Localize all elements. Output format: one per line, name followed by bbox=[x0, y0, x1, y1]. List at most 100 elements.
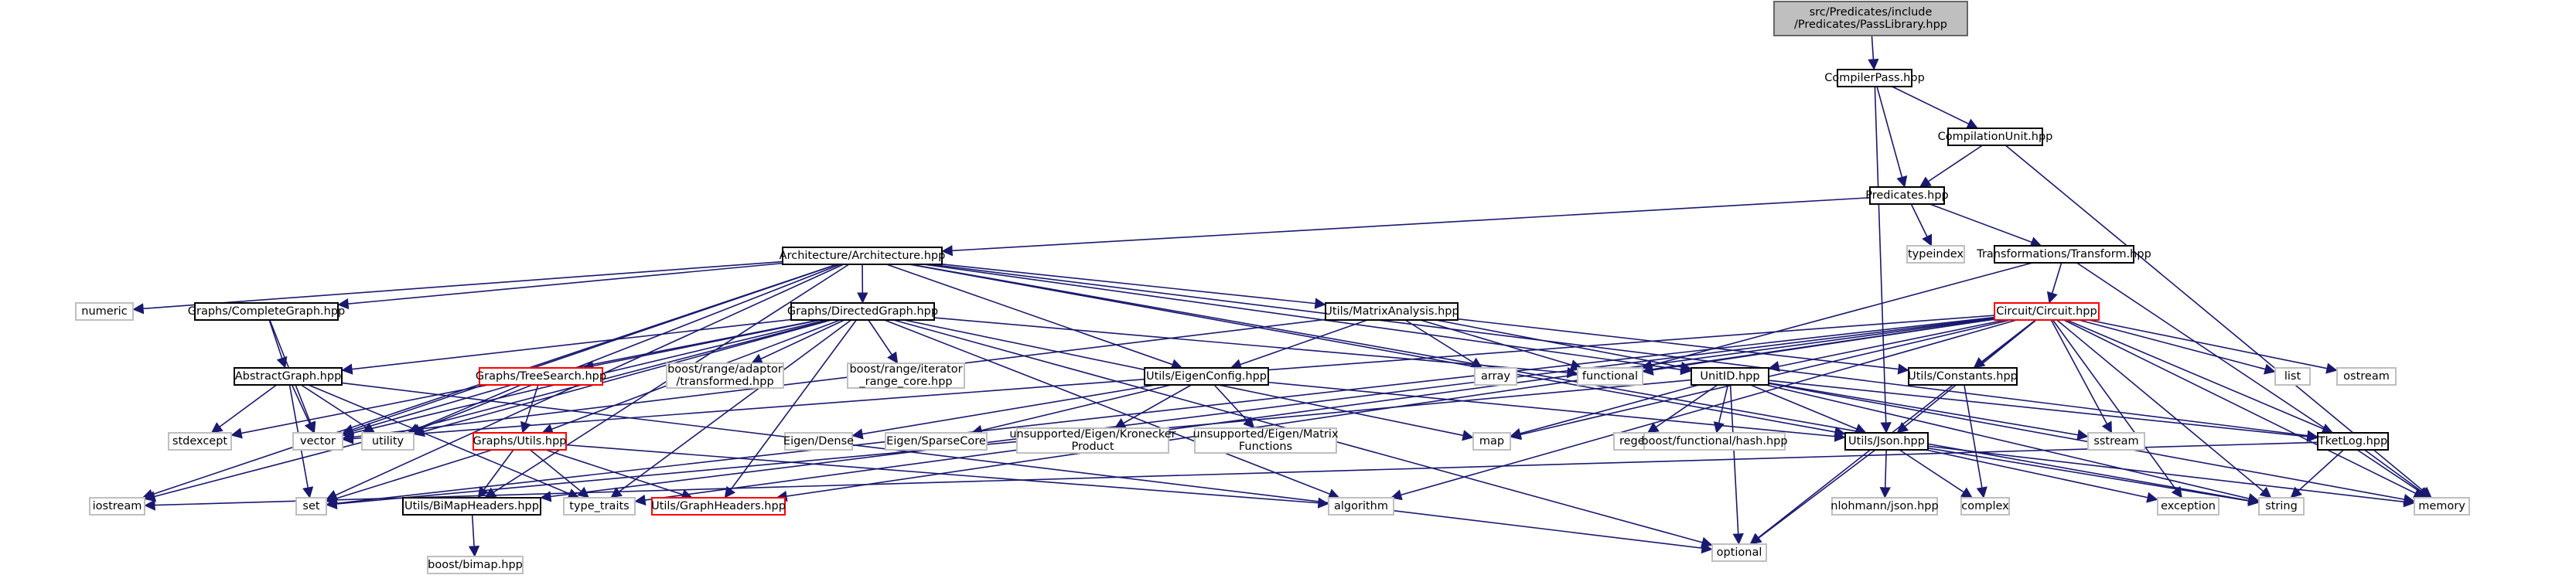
edge-abstractgraph-to-vector bbox=[291, 384, 315, 434]
node-label: CompilationUnit.hpp bbox=[1938, 131, 2053, 143]
node-label: vector bbox=[300, 435, 336, 448]
node-bimap[interactable]: Utils/BiMapHeaders.hpp bbox=[402, 497, 541, 516]
node-abstractgraph[interactable]: AbstractGraph.hpp bbox=[234, 367, 343, 386]
node-box bbox=[1869, 186, 1945, 205]
node-unitid[interactable]: UnitID.hpp bbox=[1691, 367, 1769, 386]
edge-circuit-to-algorithm bbox=[1390, 319, 2018, 501]
edge-matrixanalysis-to-unitid bbox=[1435, 319, 1692, 373]
edge-directedgraph-to-utility bbox=[413, 319, 832, 437]
node-label: functional bbox=[1582, 370, 1638, 383]
edge-circuit-to-ostream bbox=[2088, 319, 2338, 374]
node-box bbox=[473, 432, 567, 451]
edge-directedgraph-to-typetraits bbox=[610, 319, 852, 499]
edge-directedgraph-to-graphheaders bbox=[724, 319, 858, 499]
node-predicates[interactable]: Predicates.hpp bbox=[1865, 186, 1949, 205]
edge-circuit-to-typetraits bbox=[634, 318, 1995, 506]
node-itercore: boost/range/iterator_range_core.hpp bbox=[847, 362, 965, 389]
node-treesearch[interactable]: Graphs/TreeSearch.hpp bbox=[476, 367, 606, 386]
node-label: boost/range/adaptor bbox=[667, 363, 783, 376]
edge-circuit-to-bimap bbox=[540, 317, 1995, 502]
node-architecture[interactable]: Architecture/Architecture.hpp bbox=[780, 247, 946, 265]
edge-json-to-complex bbox=[1899, 449, 1973, 499]
node-compilerpass[interactable]: CompilerPass.hpp bbox=[1824, 69, 1925, 87]
edge-abstractgraph-to-utility bbox=[300, 384, 376, 434]
edges-layer bbox=[132, 35, 2432, 557]
edge-circuit-to-list bbox=[2078, 319, 2276, 375]
node-box bbox=[651, 497, 786, 516]
node-tketlog[interactable]: TketLog.hpp bbox=[2317, 432, 2389, 451]
edge-bimap-to-boostbimap bbox=[468, 514, 480, 557]
node-label: nlohmann/json.hpp bbox=[1830, 500, 1938, 512]
node-label: Utils/Json.hpp bbox=[1848, 435, 1925, 448]
edge-compilerpass-to-compilationunit bbox=[1892, 86, 1979, 129]
edge-directedgraph-to-adaptor bbox=[751, 319, 845, 364]
edge-architecture-to-utility bbox=[408, 264, 841, 434]
node-label: ostream bbox=[2343, 370, 2390, 383]
edge-circuit-to-sstream bbox=[2050, 319, 2113, 434]
edge-abstractgraph-to-optional bbox=[341, 382, 1713, 554]
edge-root-to-compilerpass bbox=[1868, 35, 1879, 70]
node-complex: complex bbox=[1960, 497, 2010, 516]
node-label: type_traits bbox=[569, 500, 629, 512]
node-label: Graphs/Utils.hpp bbox=[473, 435, 566, 448]
node-array: array bbox=[1474, 367, 1517, 386]
node-box bbox=[1474, 367, 1517, 386]
edge-tketlog-to-memory bbox=[2364, 449, 2431, 499]
node-box bbox=[1711, 543, 1767, 562]
edge-matrixanalysis-to-array bbox=[1404, 319, 1483, 369]
node-box bbox=[1643, 432, 1786, 451]
edge-unitid-to-regex bbox=[1646, 384, 1718, 434]
edge-compilationunit-to-predicates bbox=[1919, 145, 1983, 188]
node-graphheaders[interactable]: Utils/GraphHeaders.hpp bbox=[651, 497, 786, 516]
node-completegraph[interactable]: Graphs/CompleteGraph.hpp bbox=[188, 302, 345, 321]
edge-architecture-to-matrixanalysis bbox=[941, 264, 1326, 309]
node-hash: boost/functional/hash.hpp bbox=[1641, 432, 1788, 451]
node-label: Functions bbox=[1239, 441, 1292, 453]
node-box bbox=[1994, 245, 2134, 264]
node-label: Eigen/Dense bbox=[783, 435, 854, 448]
edge-eigenconfig-to-kronecker bbox=[1114, 384, 1192, 429]
node-label: utility bbox=[372, 435, 404, 448]
node-constants[interactable]: Utils/Constants.hpp bbox=[1908, 367, 2018, 386]
node-box bbox=[1906, 245, 1965, 264]
node-graphsutils[interactable]: Graphs/Utils.hpp bbox=[473, 432, 567, 451]
node-box bbox=[2157, 497, 2219, 516]
node-label: sstream bbox=[2093, 435, 2138, 448]
node-json[interactable]: Utils/Json.hpp bbox=[1844, 432, 1929, 451]
edge-transform-to-memory bbox=[2076, 262, 2430, 499]
node-label: Transformations/Transform.hpp bbox=[1976, 248, 2151, 260]
node-label: iostream bbox=[93, 500, 142, 512]
node-label: numeric bbox=[81, 305, 127, 318]
node-label: boost/functional/hash.hpp bbox=[1641, 435, 1787, 448]
node-label: algorithm bbox=[1334, 500, 1388, 512]
edge-unitid-to-json bbox=[1750, 384, 1867, 434]
node-label: Graphs/CompleteGraph.hpp bbox=[188, 305, 345, 318]
node-box bbox=[1844, 432, 1929, 451]
node-box bbox=[194, 302, 339, 321]
edge-json-to-optional bbox=[1749, 449, 1876, 545]
node-matrixanalysis[interactable]: Utils/MatrixAnalysis.hpp bbox=[1324, 302, 1459, 321]
edge-architecture-to-unitid bbox=[923, 264, 1692, 376]
node-eigenconfig[interactable]: Utils/EigenConfig.hpp bbox=[1144, 367, 1269, 386]
node-compilationunit[interactable]: CompilationUnit.hpp bbox=[1938, 128, 2053, 146]
edge-predicates-to-architecture bbox=[941, 196, 1871, 257]
node-label: Utils/EigenConfig.hpp bbox=[1146, 370, 1267, 383]
edge-compilerpass-to-predicates bbox=[1876, 86, 1908, 188]
edge-matrixanalysis-to-functional bbox=[1420, 319, 1582, 371]
node-box bbox=[1831, 497, 1938, 516]
node-label: array bbox=[1481, 370, 1510, 383]
node-box bbox=[1837, 69, 1912, 87]
node-root[interactable]: src/Predicates/include/Predicates/PassLi… bbox=[1773, 1, 1968, 36]
edge-circuit-to-set bbox=[326, 316, 1995, 509]
edge-graphsutils-to-set bbox=[326, 449, 493, 504]
node-circuit[interactable]: Circuit/Circuit.hpp bbox=[1994, 302, 2100, 321]
node-box bbox=[1325, 302, 1459, 321]
node-algorithm: algorithm bbox=[1328, 497, 1394, 516]
node-transform[interactable]: Transformations/Transform.hpp bbox=[1976, 245, 2151, 264]
node-exception: exception bbox=[2157, 497, 2219, 516]
node-box bbox=[1577, 367, 1643, 386]
edge-eigenconfig-to-json bbox=[1268, 381, 1846, 442]
node-box bbox=[2317, 432, 2389, 451]
node-directedgraph[interactable]: Graphs/DirectedGraph.hpp bbox=[787, 302, 938, 321]
